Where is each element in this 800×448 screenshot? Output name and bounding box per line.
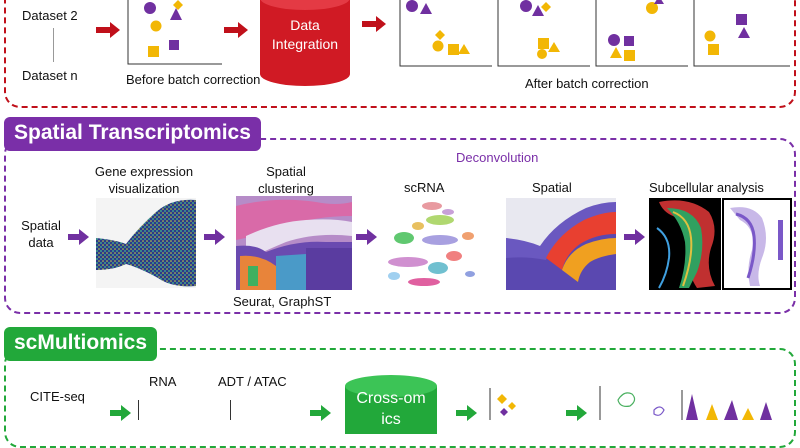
cross-omics-label: Cross-omics — [356, 390, 426, 428]
data-integration-database: Data Integration — [259, 0, 351, 88]
batch-arrow-1 — [96, 22, 120, 38]
purple-diamond-marker — [500, 408, 508, 416]
yellow-circle-marker — [432, 40, 444, 52]
database-line-2: Integration — [271, 36, 339, 52]
spatial-clustering-image — [236, 196, 352, 290]
purple-triangle-marker — [654, 0, 664, 4]
spatial-arrow-1 — [68, 229, 89, 245]
yellow-triangle-marker — [610, 47, 622, 58]
multi-arrow-1 — [110, 405, 131, 421]
spatial-clustering-label: Spatial clustering — [236, 164, 336, 196]
batch-correction-section — [4, 0, 796, 108]
adt-axis — [230, 400, 231, 420]
multi-arrow-3 — [456, 405, 477, 421]
cite-seq-label: CITE-seq — [30, 389, 85, 404]
scrna-umap-image — [380, 196, 490, 296]
yellow-square-marker — [708, 44, 719, 55]
after-correction-plot-4 — [693, 0, 790, 67]
yellow-diamond-marker — [541, 2, 551, 12]
purple-circle-marker — [520, 0, 532, 12]
purple-circle-marker — [406, 0, 418, 12]
rna-axis — [138, 400, 139, 420]
spatial-label: Spatial — [532, 180, 572, 195]
before-correction-label: Before batch correction — [126, 72, 261, 87]
purple-triangle-marker — [170, 8, 182, 20]
rna-label: RNA — [149, 374, 177, 389]
gene-expression-label: Gene expression visualization — [84, 164, 204, 196]
spatial-clustering-line-2: clustering — [258, 181, 314, 196]
yellow-square-marker — [148, 46, 159, 57]
purple-square-marker — [169, 40, 179, 50]
yellow-circle-marker — [646, 2, 658, 14]
batch-arrow-3 — [362, 16, 386, 32]
yellow-diamond-marker — [497, 394, 507, 404]
yellow-square-marker — [448, 44, 459, 55]
yellow-diamond-marker — [173, 0, 183, 10]
purple-circle-marker — [608, 34, 620, 46]
spatial-arrow-3 — [356, 229, 377, 245]
after-correction-label: After batch correction — [525, 76, 649, 91]
yellow-diamond-marker — [435, 30, 445, 40]
gene-expression-line-2: visualization — [108, 181, 180, 196]
multi-arrow-2 — [310, 405, 331, 421]
spatial-section-title: Spatial Transcriptomics — [4, 117, 261, 151]
multi-arrow-4 — [566, 405, 587, 421]
spatial-clustering-line-1: Spatial — [266, 164, 306, 179]
spatial-input-label: Spatial data — [14, 218, 68, 250]
gene-expression-line-1: Gene expression — [94, 164, 194, 179]
yellow-triangle-marker — [548, 42, 560, 52]
yellow-square-marker — [538, 38, 549, 49]
after-correction-plot-2 — [497, 0, 590, 67]
yellow-triangle-marker — [458, 44, 470, 54]
yellow-circle-marker — [150, 20, 162, 32]
spatial-arrow-4 — [624, 229, 645, 245]
yellow-diamond-marker — [508, 402, 516, 410]
yellow-square-marker — [624, 50, 635, 61]
purple-triangle-marker — [532, 5, 544, 16]
subcellular-density-image — [722, 198, 792, 290]
purple-square-marker — [624, 36, 634, 46]
spatial-arrow-2 — [204, 229, 225, 245]
multi-cluster-plot — [599, 386, 665, 420]
before-correction-plot — [127, 0, 222, 65]
spatial-section — [4, 138, 796, 314]
subcellular-tissue-image — [649, 198, 721, 290]
purple-triangle-marker — [420, 3, 432, 14]
gene-expression-image — [96, 198, 196, 288]
clustering-tools-label: Seurat, GraphST — [233, 294, 332, 309]
purple-square-marker — [736, 14, 747, 25]
database-line-1: Data — [290, 17, 320, 33]
yellow-circle-marker — [704, 30, 716, 42]
multi-scatter-plot — [489, 388, 516, 420]
spatial-deconvolution-image — [506, 198, 616, 290]
scrna-label: scRNA — [404, 180, 445, 195]
multi-peak-plot — [681, 390, 772, 420]
after-correction-plot-1 — [399, 0, 492, 67]
dataset-connector-line — [53, 28, 54, 62]
cross-omics-database: Cross-omics — [344, 374, 438, 434]
after-correction-plot-3 — [595, 0, 688, 67]
adt-atac-label: ADT / ATAC — [218, 374, 287, 389]
batch-arrow-2 — [224, 22, 248, 38]
subcellular-label: Subcellular analysis — [649, 180, 764, 195]
spatial-input-line-2: data — [28, 235, 54, 250]
dataset-n-label: Dataset n — [22, 68, 78, 83]
purple-triangle-marker — [738, 27, 750, 38]
purple-circle-marker — [144, 2, 156, 14]
yellow-circle-marker — [537, 49, 547, 59]
dataset-2-label: Dataset 2 — [22, 8, 78, 23]
deconvolution-label: Deconvolution — [456, 150, 539, 165]
multiomics-section-title: scMultiomics — [4, 327, 158, 361]
colorbar — [778, 220, 783, 260]
database-cylinder-icon — [260, 0, 350, 86]
spatial-input-line-1: Spatial — [21, 218, 61, 233]
